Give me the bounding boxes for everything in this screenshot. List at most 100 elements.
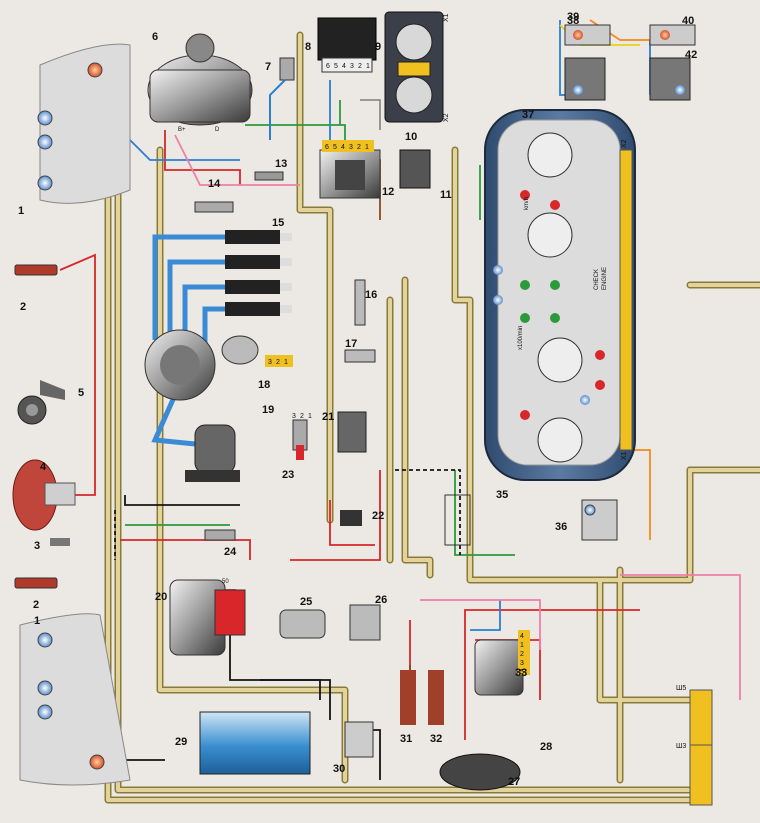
pin-label: 3: [350, 63, 354, 70]
pin-label: 2: [520, 651, 524, 658]
cluster-x2-label: X2: [621, 139, 628, 148]
pin-label: 4: [341, 144, 345, 151]
component-label: 13: [275, 158, 287, 170]
terminal-50: 50: [222, 579, 229, 585]
pin-label: 2: [300, 413, 304, 420]
component-label: 22: [372, 510, 384, 522]
connector-sh5-label: Ш5: [676, 685, 686, 692]
alternator: [147, 33, 253, 126]
check-engine-label: CHECK: [594, 269, 600, 290]
pin-label: 4: [520, 633, 524, 640]
distributor: [144, 329, 259, 401]
hazard-switch: [399, 149, 431, 189]
connector-sh5: [689, 689, 713, 746]
connector-sh3-label: Ш3: [676, 743, 686, 750]
component-label: 20: [155, 591, 167, 603]
component-label: 37: [522, 109, 534, 121]
sound-signal: [439, 753, 521, 791]
connector-x1-label: X1: [443, 13, 450, 22]
component-label: 28: [540, 741, 552, 753]
reverse-light-switch: [204, 529, 236, 541]
headlamp-left: [37, 43, 131, 204]
pin-label: 1: [366, 63, 370, 70]
pin-block-18: 3 2 1: [265, 355, 293, 367]
spark-plugs: [225, 230, 292, 316]
cluster-x1-label: X1: [621, 451, 628, 460]
component-label: 35: [496, 489, 508, 501]
side-indicator-upper: [14, 264, 58, 276]
component-label: 36: [555, 521, 567, 533]
pin-block-12: 6 5 4 3 2 1: [322, 140, 374, 152]
component-label: 33: [515, 667, 527, 679]
component-label: 14: [208, 178, 221, 190]
component-label: 21: [322, 411, 334, 423]
pin-block-8: 6 5 4 3 2 1: [326, 63, 370, 70]
sensor-17: [344, 349, 376, 363]
component-label: 32: [430, 733, 442, 745]
side-indicator-lower: [14, 577, 58, 589]
pin-label: 5: [520, 669, 524, 676]
component-label: 11: [440, 189, 452, 201]
component-label: 4: [40, 461, 47, 473]
sensor-26: [349, 604, 381, 641]
pin-label: 1: [365, 144, 369, 151]
fluid-level-sensor: [50, 538, 70, 546]
pin-label: 5: [333, 144, 337, 151]
component-label: 10: [405, 131, 417, 143]
component-label: 30: [333, 763, 345, 775]
cluster-indicator-lamps: [493, 190, 605, 420]
component-label: 1: [18, 205, 24, 217]
ignition-control-unit: [319, 149, 381, 199]
component-label: 42: [685, 49, 697, 61]
component-label: 18: [258, 379, 270, 391]
terminal-bplus: B+: [178, 127, 186, 133]
component-label: 8: [305, 41, 311, 53]
connector-sh3: [689, 744, 713, 806]
component-label: 23: [282, 469, 294, 481]
pin-block-33: 4 1 2 3 5: [518, 630, 530, 676]
pin-label: 3: [520, 660, 524, 667]
speedometer-label: km/h: [524, 197, 530, 210]
component-label: 1: [34, 615, 40, 627]
relay-block-top-right: [564, 24, 696, 101]
component-label: 19: [262, 404, 274, 416]
component-label: 9: [375, 41, 381, 53]
knock-sensor: [194, 201, 234, 213]
pin-label: 1: [308, 413, 312, 420]
pin-label: 2: [357, 144, 361, 151]
light-switch-36: [581, 499, 618, 541]
component-label: 26: [375, 594, 387, 606]
component-label: 15: [272, 217, 284, 229]
oil-pressure-sensor: [269, 57, 295, 140]
component-label: 24: [224, 546, 237, 558]
terminal-d: D: [215, 127, 220, 133]
pin-label: 2: [358, 63, 362, 70]
connector-x2-label: X2: [443, 113, 450, 122]
component-label: 2: [20, 301, 26, 313]
pin-label: 4: [342, 63, 346, 70]
pin-label: 5: [334, 63, 338, 70]
component-label: 2: [33, 599, 39, 611]
component-label: 6: [152, 31, 158, 43]
cooling-fan: [12, 459, 76, 531]
starter-motor: [169, 579, 246, 656]
pin-label: 6: [325, 144, 329, 151]
pin-label: 3: [292, 413, 296, 420]
component-label: 31: [400, 733, 412, 745]
pin-label: 6: [326, 63, 330, 70]
pin-label: 2: [276, 359, 280, 366]
component-label: 12: [382, 186, 394, 198]
washer-pump: [344, 721, 374, 758]
pin-label: 3: [268, 359, 272, 366]
component-labels: 1 2 3 4 5 6 7 8 9 10 11 12 13 14 15 16 1…: [18, 11, 697, 788]
component-label: 40: [682, 15, 694, 27]
component-label: 5: [78, 387, 84, 399]
headlamp-right: [19, 613, 131, 786]
switch-35: [444, 494, 471, 546]
component-label: 16: [365, 289, 377, 301]
battery: [199, 711, 311, 775]
sensor-22: [340, 510, 362, 526]
component-label: 27: [508, 776, 520, 788]
wiper-motor-rear: [279, 609, 326, 639]
